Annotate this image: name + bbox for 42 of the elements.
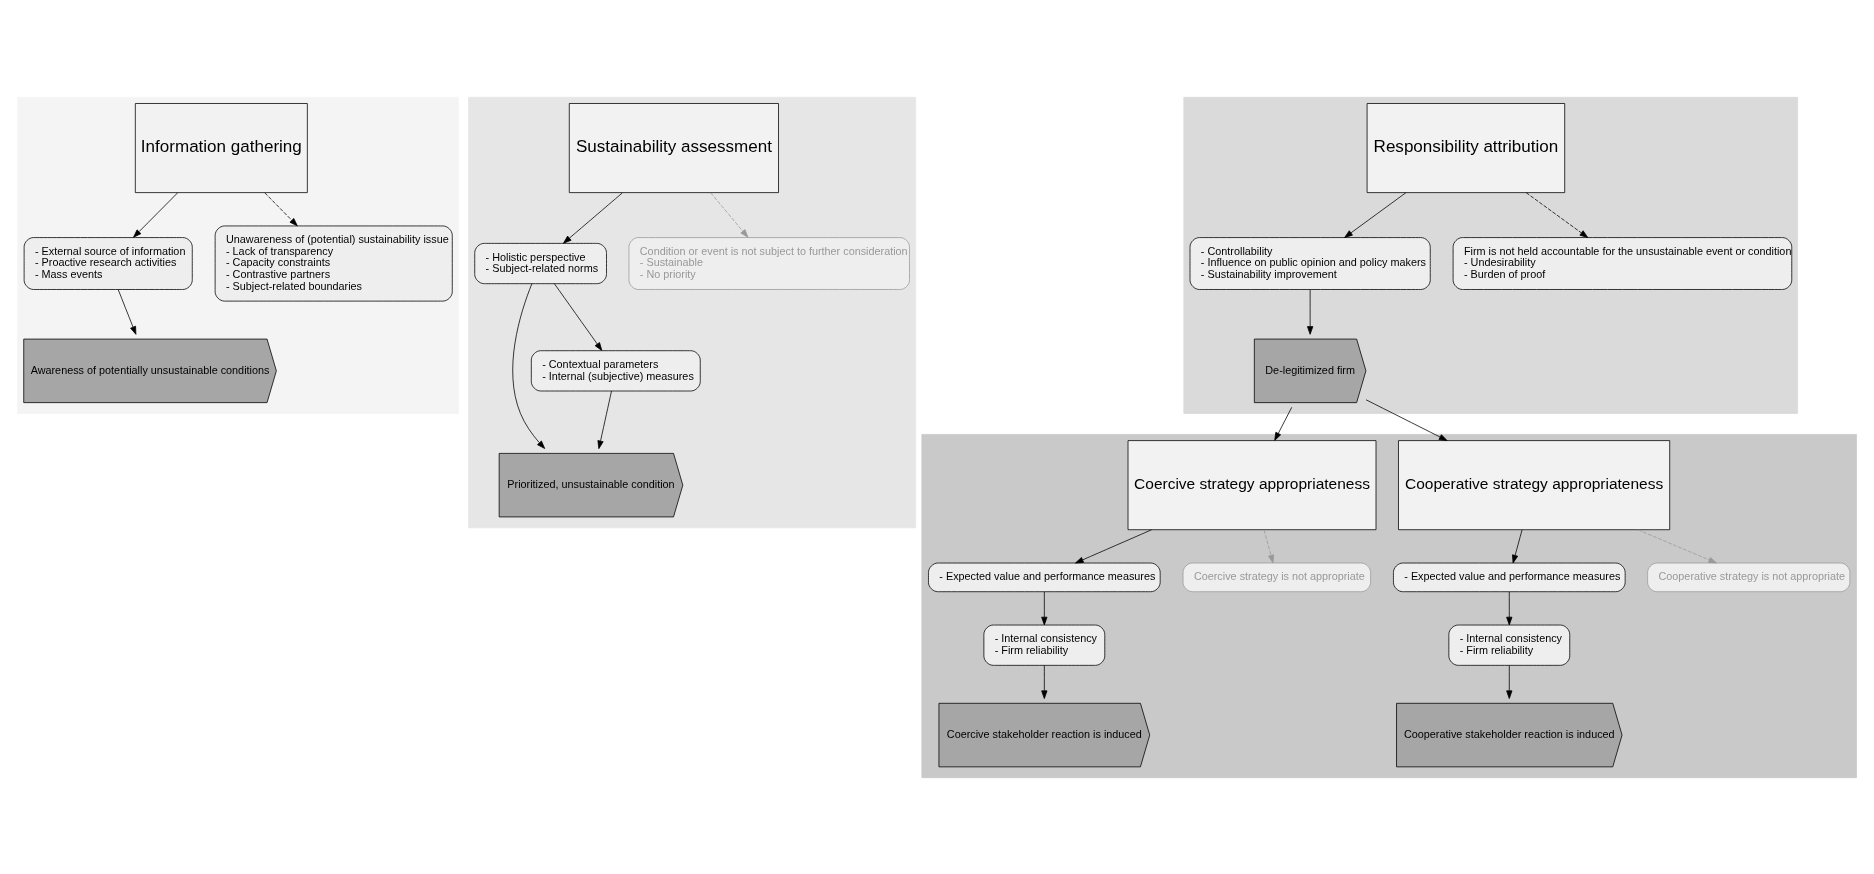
arrow bbox=[1263, 529, 1275, 563]
node-box: Information gathering bbox=[134, 102, 308, 193]
node-box: - Contextual parameters - Internal (subjective) measures bbox=[530, 349, 701, 391]
node-box: Responsibility attribution bbox=[1366, 102, 1566, 193]
node-box: Cooperative strategy appropriateness bbox=[1398, 439, 1671, 530]
arrow bbox=[117, 288, 137, 335]
arrow bbox=[563, 192, 623, 244]
node-box: Condition or event is not subject to further consideration - Sustainable - No priority bbox=[628, 236, 910, 290]
node-box: - Expected value and performance measures bbox=[928, 562, 1161, 592]
node-box: - Internal consistency - Firm reliability bbox=[1448, 624, 1571, 666]
arrow bbox=[1637, 528, 1717, 563]
arrow bbox=[512, 282, 546, 449]
arrow bbox=[1525, 191, 1589, 238]
arrow bbox=[554, 282, 603, 351]
node-box: - External source of information - Proactive research activities - Mass events bbox=[23, 236, 193, 290]
node-box: Sustainability assessment bbox=[568, 102, 779, 193]
arrow bbox=[1075, 528, 1152, 563]
cluster bbox=[17, 96, 459, 414]
node-box: - Controllability - Influence on public opinion and policy makers - Sustainability improvement bbox=[1189, 236, 1431, 290]
node-box: - Internal consistency - Firm reliability bbox=[983, 624, 1106, 666]
node-box: Cooperative strategy is not appropriate bbox=[1647, 562, 1851, 592]
arrow bbox=[1041, 664, 1048, 699]
arrow bbox=[597, 390, 612, 449]
arrow bbox=[1041, 591, 1048, 625]
arrow bbox=[1506, 664, 1513, 699]
arrow bbox=[1344, 191, 1407, 238]
cluster bbox=[1183, 96, 1798, 414]
node-box: Firm is not held accountable for the unsustainable event or condition - Undesirability - Burden of proof bbox=[1452, 236, 1793, 290]
arrow bbox=[710, 192, 749, 238]
arrow bbox=[133, 192, 178, 238]
node-box: Unawareness of (potential) sustainability issue - Lack of transparency - Capacity constraints - Contrastive partners - Subject-related boundaries bbox=[214, 225, 453, 301]
arrow bbox=[1506, 591, 1513, 625]
arrow bbox=[1365, 398, 1448, 441]
node-box: Coercive strategy appropriateness bbox=[1127, 439, 1377, 530]
node-box: - Holistic perspective - Subject-related norms bbox=[474, 242, 607, 284]
node-box: - Expected value and performance measures bbox=[1393, 562, 1626, 592]
node-box: Coercive strategy is not appropriate bbox=[1182, 562, 1371, 592]
cluster bbox=[468, 96, 917, 528]
arrow bbox=[264, 192, 298, 226]
arrow bbox=[1512, 529, 1523, 563]
arrow bbox=[1274, 406, 1293, 441]
arrow bbox=[1307, 288, 1314, 335]
